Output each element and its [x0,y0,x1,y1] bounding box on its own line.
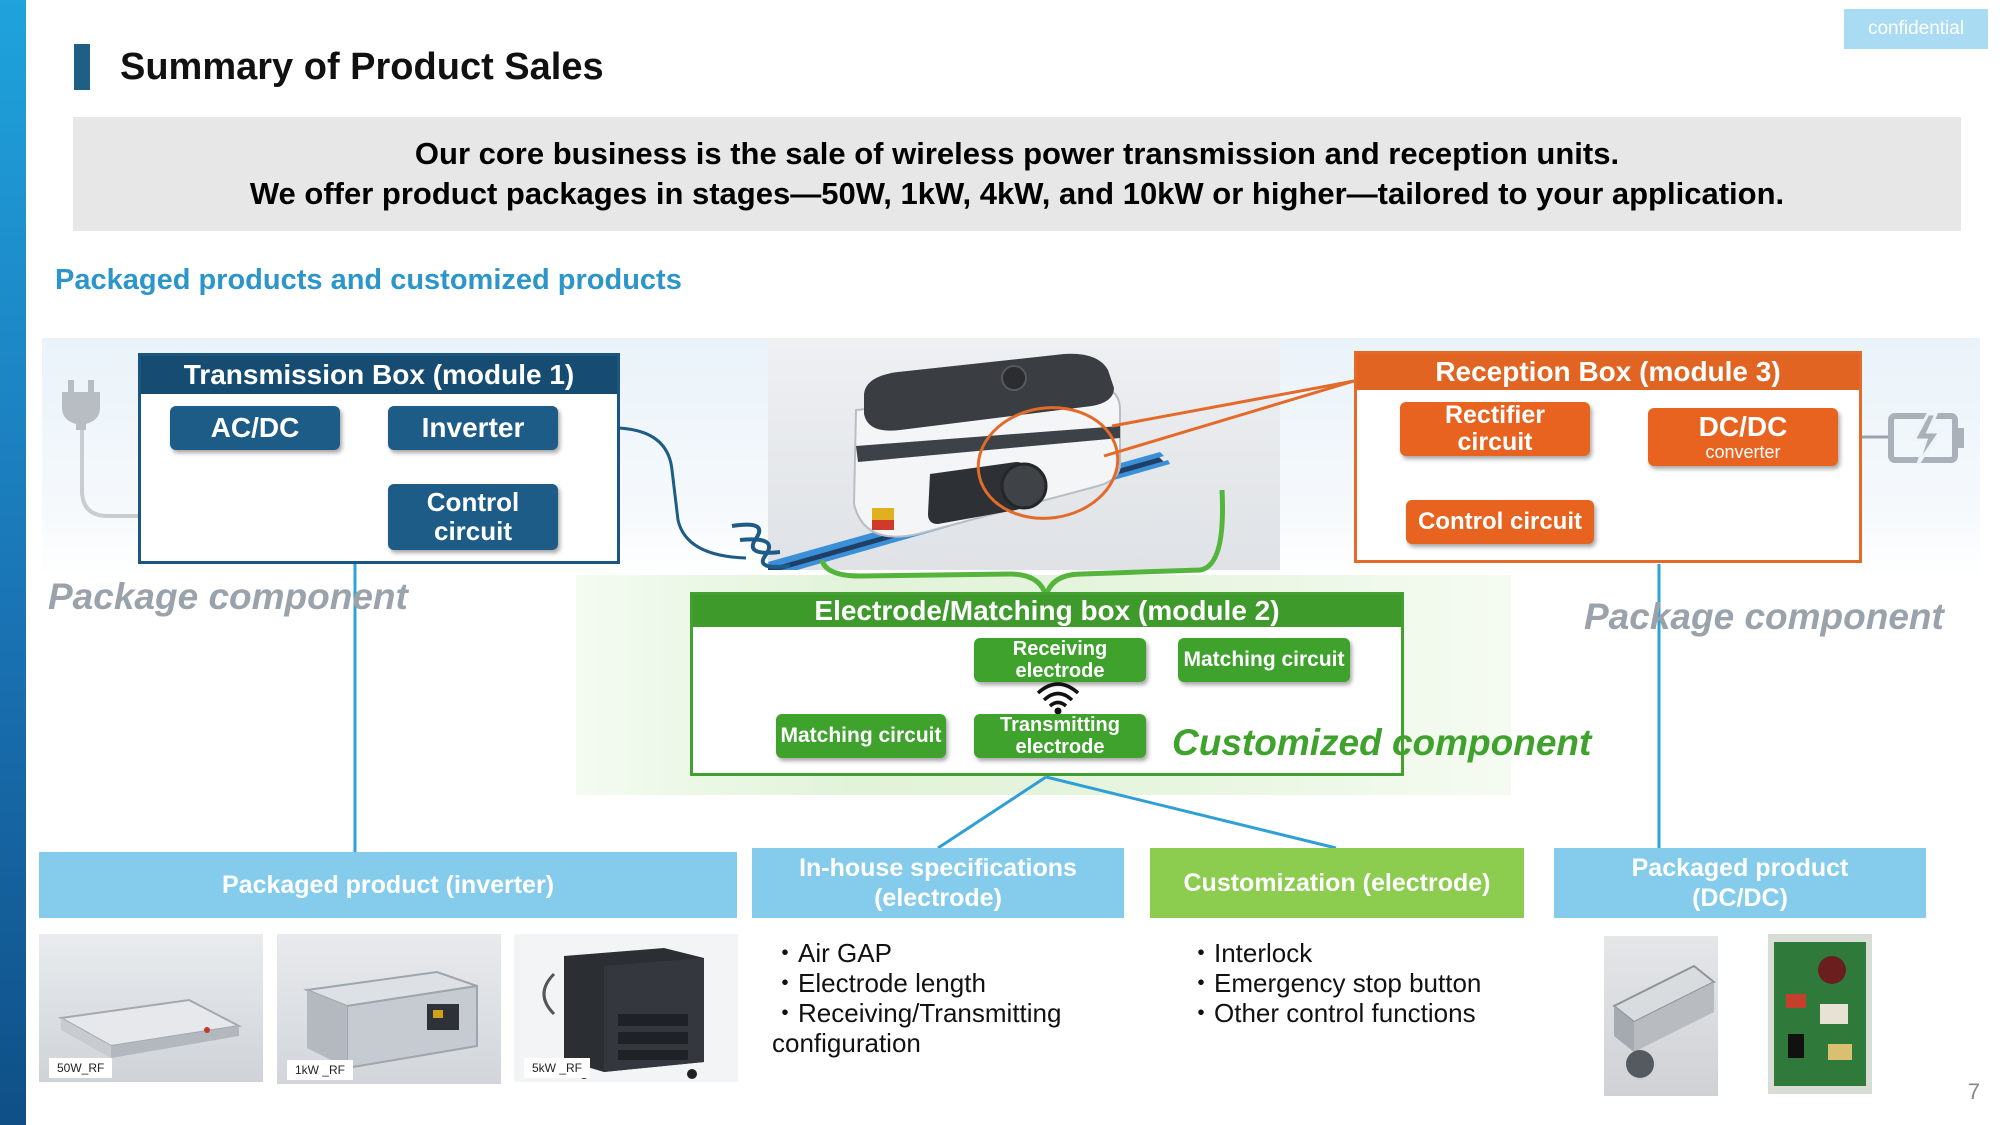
acdc-block: AC/DC [170,406,340,450]
agv-robot-image [758,338,1280,578]
reception-control-circuit: Control circuit [1406,500,1594,544]
transmitting-electrode-block: Transmitting electrode [974,714,1146,758]
banner-line-1: Our core business is the sale of wireles… [414,136,1620,171]
control-line-1: Control [426,487,520,517]
list-item: ・Other control functions [1188,998,1476,1028]
product-image-5kw: 5kW _RF [514,934,738,1082]
rectifier-circuit-block: Rectifier circuit [1400,402,1590,456]
control-line-2: circuit [433,516,513,546]
power-plug-icon [62,380,102,435]
product-caption: 1kW _RF [287,1060,354,1080]
receiving-line-1: Receiving [1012,638,1108,660]
dcdc-image-housing [1604,936,1718,1096]
electrode-box-title: Electrode/Matching box (module 2) [693,595,1401,627]
rectifier-line-2: circuit [1457,428,1533,456]
dcdc-converter-block: DC/DC converter [1648,408,1838,466]
inhouse-line-1: In-house specifications [799,854,1077,882]
list-item: ・Emergency stop button [1188,968,1482,998]
page-number: 7 [1967,1079,1980,1104]
transmitting-line-2: electrode [1015,736,1105,758]
package-component-label-left: Package component [48,576,408,617]
list-item: ・Interlock [1188,938,1313,968]
list-item: ・Receiving/Transmitting [772,998,1062,1028]
product-caption: 50W_RF [49,1058,113,1078]
dcdc-cat-line-2: (DC/DC) [1692,884,1788,912]
dcdc-label: DC/DC [1698,411,1788,442]
reception-box-title: Reception Box (module 3) [1357,354,1859,390]
dcdc-sub-label: converter [1705,442,1781,462]
category-inhouse-electrode: In-house specifications (electrode) [752,848,1124,918]
summary-banner: Our core business is the sale of wireles… [73,117,1961,231]
list-item: configuration [772,1028,921,1058]
list-item: ・Electrode length [772,968,986,998]
dcdc-cat-line-1: Packaged product [1631,854,1849,882]
product-image-50w: 50W_RF [39,934,263,1082]
matching-circuit-left: Matching circuit [776,714,946,758]
customization-list: ・Interlock ・Emergency stop button ・Other… [1188,938,1481,1028]
list-item: ・Air GAP [772,938,892,968]
title-marker [74,44,90,90]
section-heading: Packaged products and customized product… [55,264,682,296]
receiving-line-2: electrode [1015,660,1105,682]
left-accent-bar [0,0,26,1125]
dcdc-image-circuit-board [1768,934,1872,1094]
transmitting-line-1: Transmitting [999,714,1120,736]
inhouse-spec-list: ・Air GAP ・Electrode length ・Receiving/Tr… [772,938,1061,1058]
banner-line-2: We offer product packages in stages—50W,… [249,176,1785,211]
wireless-signal-icon [1035,681,1081,720]
battery-charging-icon [1888,410,1966,471]
category-customization-electrode: Customization (electrode) [1150,848,1524,918]
inhouse-line-2: (electrode) [874,884,1002,912]
product-caption: 5kW _RF [524,1058,591,1078]
page-title: Summary of Product Sales [120,46,604,88]
category-packaged-inverter: Packaged product (inverter) [39,852,737,918]
transmission-control-circuit: Control circuit [388,484,558,550]
inverter-block: Inverter [388,406,558,450]
category-packaged-dcdc: Packaged product (DC/DC) [1554,848,1926,918]
receiving-electrode-block: Receiving electrode [974,638,1146,682]
product-image-1kw: 1kW _RF [277,934,501,1084]
rectifier-line-1: Rectifier [1444,401,1546,429]
confidential-badge: confidential [1844,9,1988,49]
transmission-box-title: Transmission Box (module 1) [141,356,617,394]
matching-circuit-right: Matching circuit [1178,638,1350,682]
customized-component-label: Customized component [1172,722,1592,763]
package-component-label-right: Package component [1584,596,1944,637]
